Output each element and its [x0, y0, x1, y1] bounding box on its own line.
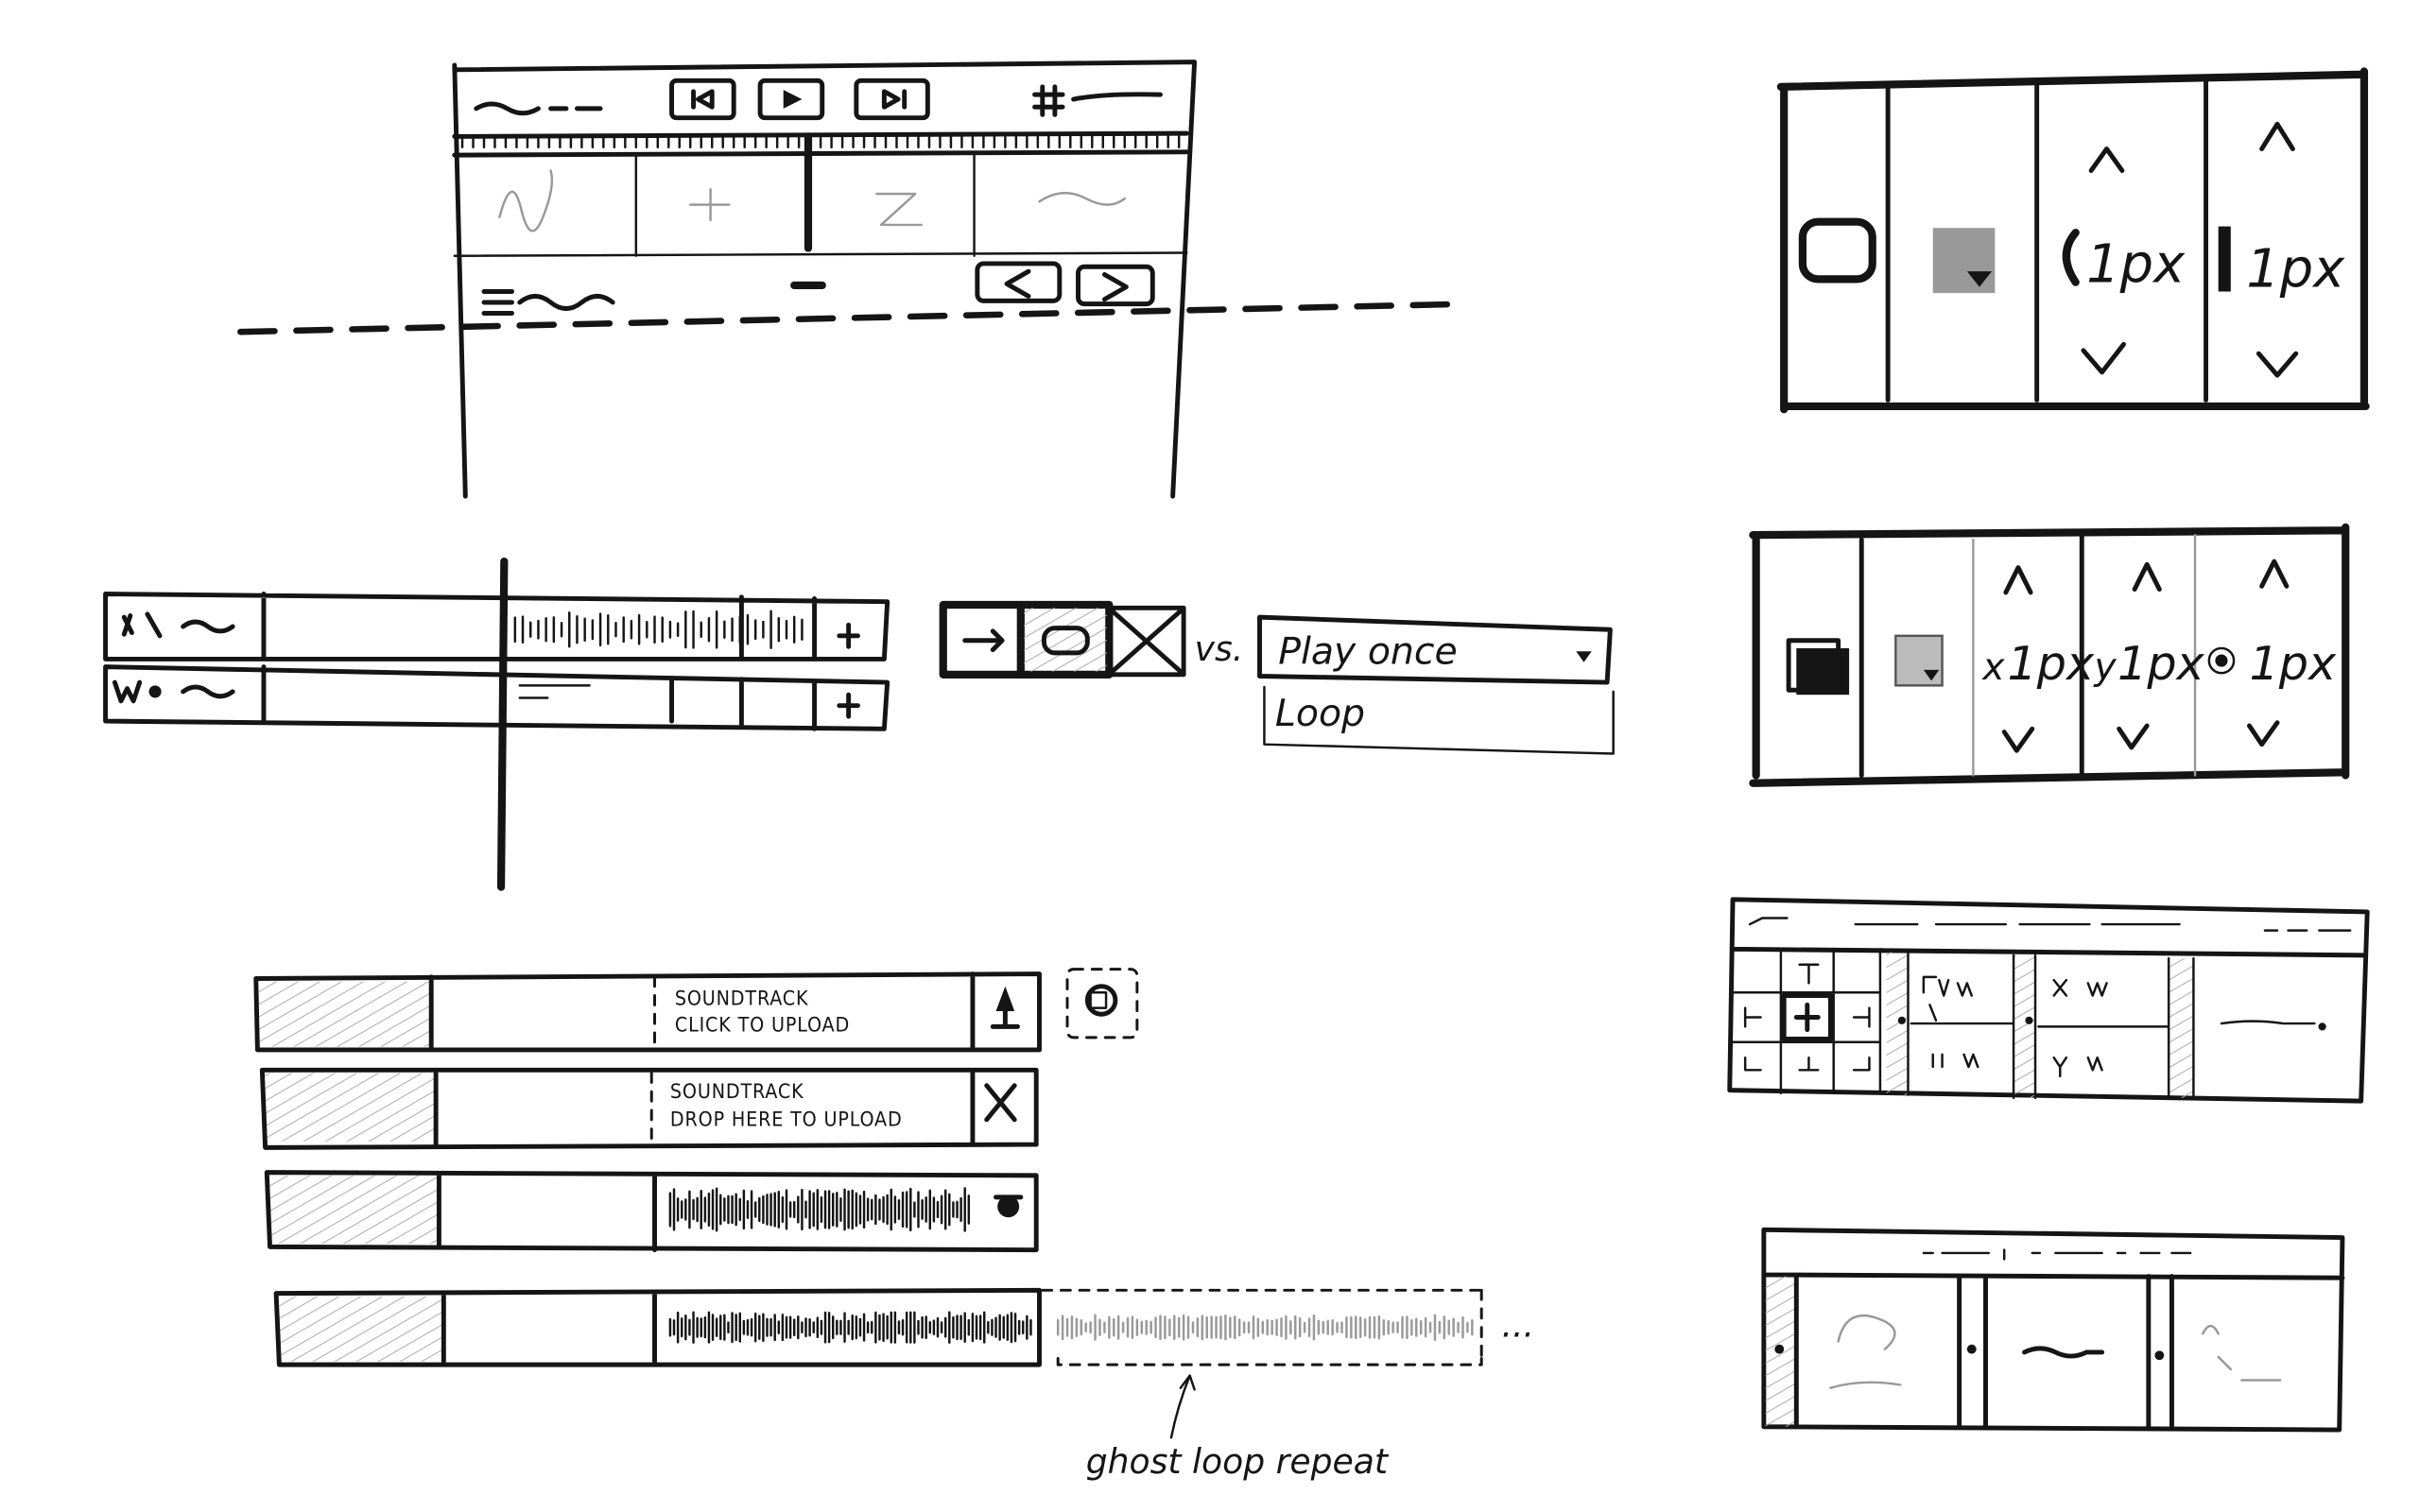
- upload-button[interactable]: [990, 986, 1020, 1029]
- x-label: x: [1980, 645, 2005, 689]
- loop-toggle[interactable]: [1024, 608, 1108, 672]
- keyframe-strip[interactable]: [453, 132, 1188, 257]
- border-style-panel: 1px 1px: [1776, 67, 2370, 414]
- track-waveform: [513, 610, 804, 649]
- soundtrack-row-looped[interactable]: ... ghost loop repeat: [273, 1287, 1534, 1482]
- chevron-up-icon[interactable]: [2259, 121, 2295, 151]
- frame-thumbnail: [1038, 192, 1126, 206]
- cancel-icon[interactable]: [984, 1083, 1017, 1123]
- frame-thumbnail: [689, 187, 731, 222]
- shape-preview-icon: [1798, 217, 1876, 284]
- radius-value[interactable]: 1px: [2086, 234, 2186, 296]
- play-once-toggle[interactable]: [962, 628, 1005, 653]
- shadow-y-stepper[interactable]: y 1px: [2093, 561, 2205, 750]
- grid-toggle-hash[interactable]: [1032, 84, 1163, 117]
- window-frame: [452, 60, 1198, 499]
- y-value[interactable]: 1px: [2118, 636, 2205, 691]
- add-keyframe-icon[interactable]: [837, 692, 860, 719]
- alignment-toolbar-sketch: [1727, 897, 2370, 1104]
- vs-label: vs.: [1195, 628, 1244, 669]
- chevron-down-icon[interactable]: [2117, 723, 2150, 750]
- soundtrack-label: SOUNDTRACK: [670, 1080, 804, 1104]
- timeline-playhead[interactable]: [496, 557, 509, 891]
- dropdown-option-label: Loop: [1275, 692, 1365, 735]
- loop-toggle-sketch: vs. Play once Loop: [939, 600, 1615, 755]
- border-width-icon: [2218, 226, 2231, 292]
- ghost-bracket: [1056, 1357, 1483, 1366]
- chevron-down-icon[interactable]: [2247, 720, 2280, 747]
- more-ellipsis: ...: [1502, 1305, 1534, 1346]
- shadow-color-picker[interactable]: [1894, 634, 1944, 687]
- border-width-stepper[interactable]: 1px: [2218, 121, 2345, 378]
- no-loop-toggle[interactable]: [1106, 605, 1186, 678]
- annotation-text: ghost loop repeat: [1086, 1441, 1390, 1482]
- chevron-down-icon[interactable]: [2001, 726, 2035, 753]
- soundtrack-row-dragover[interactable]: SOUNDTRACK DROP HERE TO UPLOAD: [259, 1067, 1039, 1150]
- ghost-loop-waveform: [1056, 1314, 1474, 1341]
- track-row[interactable]: [103, 592, 890, 662]
- menu-icon[interactable]: [481, 289, 615, 316]
- track-label-squiggle: [121, 611, 235, 639]
- frame-content-squiggle: [2022, 1346, 2105, 1359]
- next-frame-button[interactable]: [854, 77, 930, 121]
- soundtrack-label: SOUNDTRACK: [675, 987, 809, 1010]
- annotation-arrow: [1169, 1374, 1196, 1439]
- drop-hint: DROP HERE TO UPLOAD: [670, 1108, 903, 1131]
- chevron-up-icon[interactable]: [2088, 146, 2125, 173]
- soundtrack-row-loaded[interactable]: [264, 1170, 1039, 1253]
- width-value[interactable]: 1px: [2246, 239, 2345, 301]
- blur-value[interactable]: 1px: [2249, 636, 2337, 691]
- add-keyframe-icon[interactable]: [837, 622, 860, 649]
- x-value[interactable]: 1px: [2007, 636, 2095, 691]
- loop-dropdown[interactable]: Play once: [1257, 614, 1613, 685]
- timeline-tracks-sketch: [103, 557, 890, 891]
- record-dot-icon: [148, 685, 162, 698]
- upload-hint: CLICK TO UPLOAD: [675, 1013, 850, 1037]
- previous-button[interactable]: [975, 261, 1063, 303]
- track-bar: [518, 684, 591, 699]
- play-button[interactable]: [757, 77, 825, 121]
- shadow-x-stepper[interactable]: x 1px: [1980, 565, 2095, 753]
- radius-icon: [2062, 229, 2080, 286]
- border-color-picker[interactable]: [1932, 228, 1996, 294]
- frame-thumbnail: [874, 192, 923, 227]
- next-button[interactable]: [1076, 264, 1155, 307]
- chevron-up-icon[interactable]: [2003, 565, 2033, 595]
- shadow-blur-stepper[interactable]: 1px: [2207, 558, 2337, 747]
- crown-icon: [112, 679, 143, 704]
- chevron-down-icon: [1576, 651, 1592, 662]
- chevron-up-icon[interactable]: [2132, 561, 2162, 593]
- dropdown-option-loop[interactable]: Loop: [1263, 685, 1615, 755]
- shadow-panel: x 1px y 1px 1px: [1749, 523, 2350, 787]
- editor-window-sketch: [237, 60, 1470, 499]
- soundtrack-row-empty[interactable]: SOUNDTRACK CLICK TO UPLOAD: [253, 971, 1042, 1053]
- soundtrack-waveform: [668, 1311, 1032, 1344]
- shadow-preview-icon: [1786, 638, 1850, 696]
- track-row[interactable]: [103, 664, 890, 731]
- frames-toolbar-sketch: [1761, 1227, 2345, 1433]
- blur-icon: [2207, 646, 2236, 675]
- chevron-up-icon[interactable]: [2259, 558, 2290, 589]
- chevron-down-icon[interactable]: [2081, 341, 2127, 375]
- prev-frame-button[interactable]: [669, 77, 736, 121]
- frame-thumbnail: [498, 169, 554, 232]
- y-label: y: [2093, 645, 2117, 689]
- title-squiggle: [474, 101, 603, 116]
- alignment-grid[interactable]: [1731, 948, 1882, 1095]
- radius-stepper[interactable]: 1px: [2062, 146, 2186, 375]
- fold-line: [237, 301, 1470, 335]
- loop-soundtrack-button[interactable]: [1065, 968, 1139, 1040]
- track-label-squiggle: [181, 684, 235, 699]
- remove-soundtrack-button[interactable]: [994, 1194, 1024, 1218]
- chevron-down-icon[interactable]: [2256, 351, 2299, 378]
- dropdown-selected: Play once: [1278, 629, 1458, 673]
- timeline-ruler[interactable]: [452, 130, 1189, 158]
- soundtrack-waveform: [668, 1187, 971, 1232]
- soundtrack-states-sketch: SOUNDTRACK CLICK TO UPLOAD SOUNDTRACK DR…: [253, 968, 1534, 1482]
- align-center-selected[interactable]: [1781, 993, 1833, 1041]
